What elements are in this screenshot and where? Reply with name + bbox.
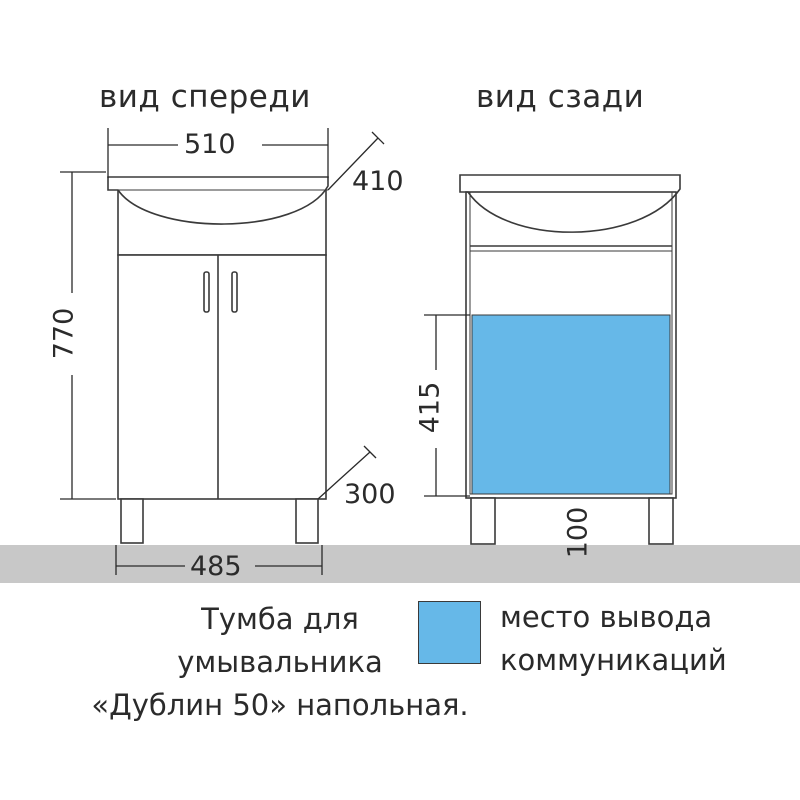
product-caption: Тумба для умывальника «Дублин 50» наполь…: [60, 598, 500, 727]
legend-line-1: место вывода: [500, 600, 713, 634]
back-dimensions: [424, 314, 470, 497]
dim-depth-bottom: 300: [344, 479, 396, 510]
front-view-title: вид спереди: [99, 79, 311, 115]
caption-line-1: Тумба для: [201, 602, 359, 636]
caption-line-2: умывальника: [177, 645, 383, 679]
back-leg-left: [470, 497, 496, 545]
dim-leg-gap: 100: [562, 506, 594, 559]
dim-bottom-width: 485: [190, 551, 242, 582]
back-leg-right: [648, 497, 674, 545]
caption-line-3: «Дублин 50» напольная.: [91, 688, 469, 722]
legend-swatch: [418, 601, 481, 664]
floor-band: [0, 545, 800, 583]
dim-height: 770: [48, 307, 80, 360]
front-basin: [107, 176, 329, 225]
dim-depth-top: 410: [352, 166, 404, 197]
legend-label: место вывода коммуникаций: [500, 596, 727, 682]
back-view: [459, 174, 681, 545]
front-handle-left: [203, 271, 210, 313]
front-leg-left: [120, 498, 144, 544]
front-leg-right: [295, 498, 319, 544]
dim-top-width: 510: [184, 129, 236, 160]
utility-zone: [471, 314, 671, 495]
front-dimensions: [60, 128, 385, 575]
dim-opening-height: 415: [414, 381, 446, 434]
front-handle-right: [231, 271, 238, 313]
front-body: [117, 254, 327, 500]
back-view-title: вид сзади: [476, 79, 645, 115]
legend-line-2: коммуникаций: [500, 643, 727, 677]
back-basin: [459, 174, 681, 233]
front-view: [107, 176, 329, 544]
